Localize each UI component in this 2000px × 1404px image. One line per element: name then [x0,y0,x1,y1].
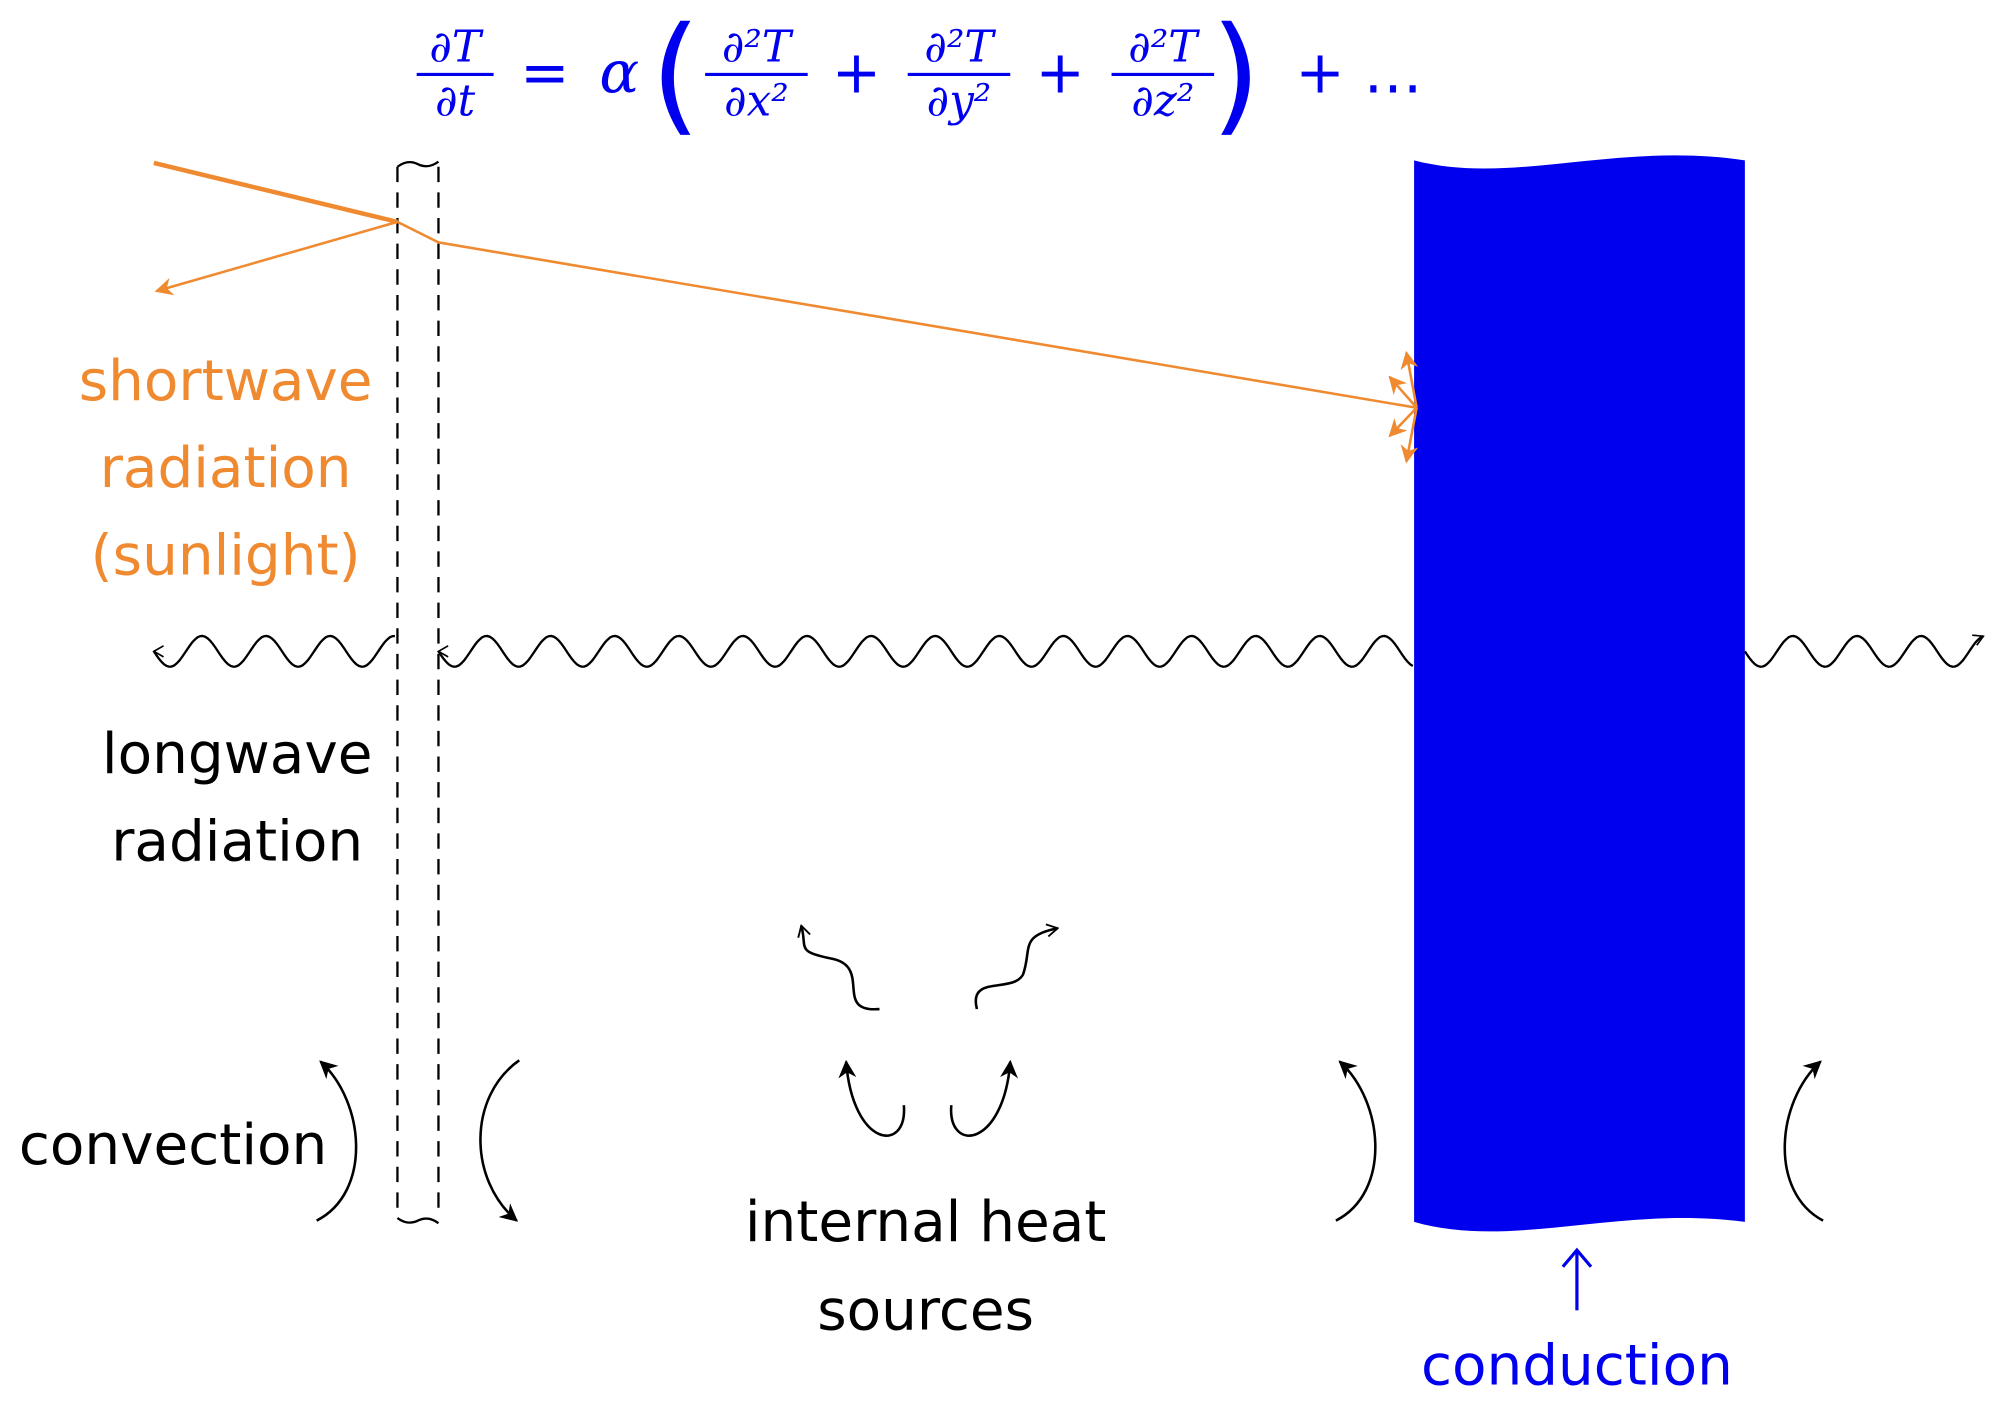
convection-label: convection [19,1113,327,1178]
shortwave-line3: (sunlight) [91,523,361,588]
shortwave-line2: radiation [100,436,352,501]
internal-heat-label: internal heat sources [745,1190,1107,1343]
eq-lhs-denominator: ∂t [435,76,476,126]
wave-left [152,634,395,668]
eq-equals: = [520,37,569,106]
eq-tail: + … [1295,37,1422,106]
solid-wall [1414,155,1745,1232]
eq-term2-den: ∂y² [927,76,992,126]
eq-plus-1: + [832,37,881,106]
eq-lhs-numerator: ∂T [429,23,484,73]
longwave-line1: longwave [102,722,373,787]
shortwave-label: shortwave radiation (sunlight) [79,349,373,588]
wave-middle [437,634,1414,668]
eq-term2-num: ∂²T [924,23,996,73]
convection-arrows [316,1059,1824,1222]
wave-right [1743,636,1983,668]
internal-heat-arrows [801,926,1057,1137]
shortwave-line1: shortwave [79,349,373,414]
eq-alpha: α [599,37,639,106]
longwave-line2: radiation [111,809,363,874]
eq-close-paren: ) [1211,0,1261,149]
internal-line1: internal heat [745,1190,1107,1255]
eq-term1-den: ∂x² [724,76,789,126]
conduction-label: conduction [1421,1334,1733,1399]
glass-pane [396,160,440,1225]
eq-plus-2: + [1036,37,1085,106]
internal-line2: sources [817,1279,1034,1344]
longwave-waves [152,634,1983,668]
shortwave-rays [153,160,1419,464]
eq-term1-num: ∂²T [722,23,794,73]
heat-equation: ∂T ∂t = α ( ∂²T ∂x² + ∂²T ∂y² + ∂²T ∂z² … [416,0,1423,149]
eq-term3-num: ∂²T [1128,23,1200,73]
eq-term3-den: ∂z² [1131,76,1194,126]
eq-open-paren: ( [651,0,701,149]
longwave-label: longwave radiation [102,722,373,874]
